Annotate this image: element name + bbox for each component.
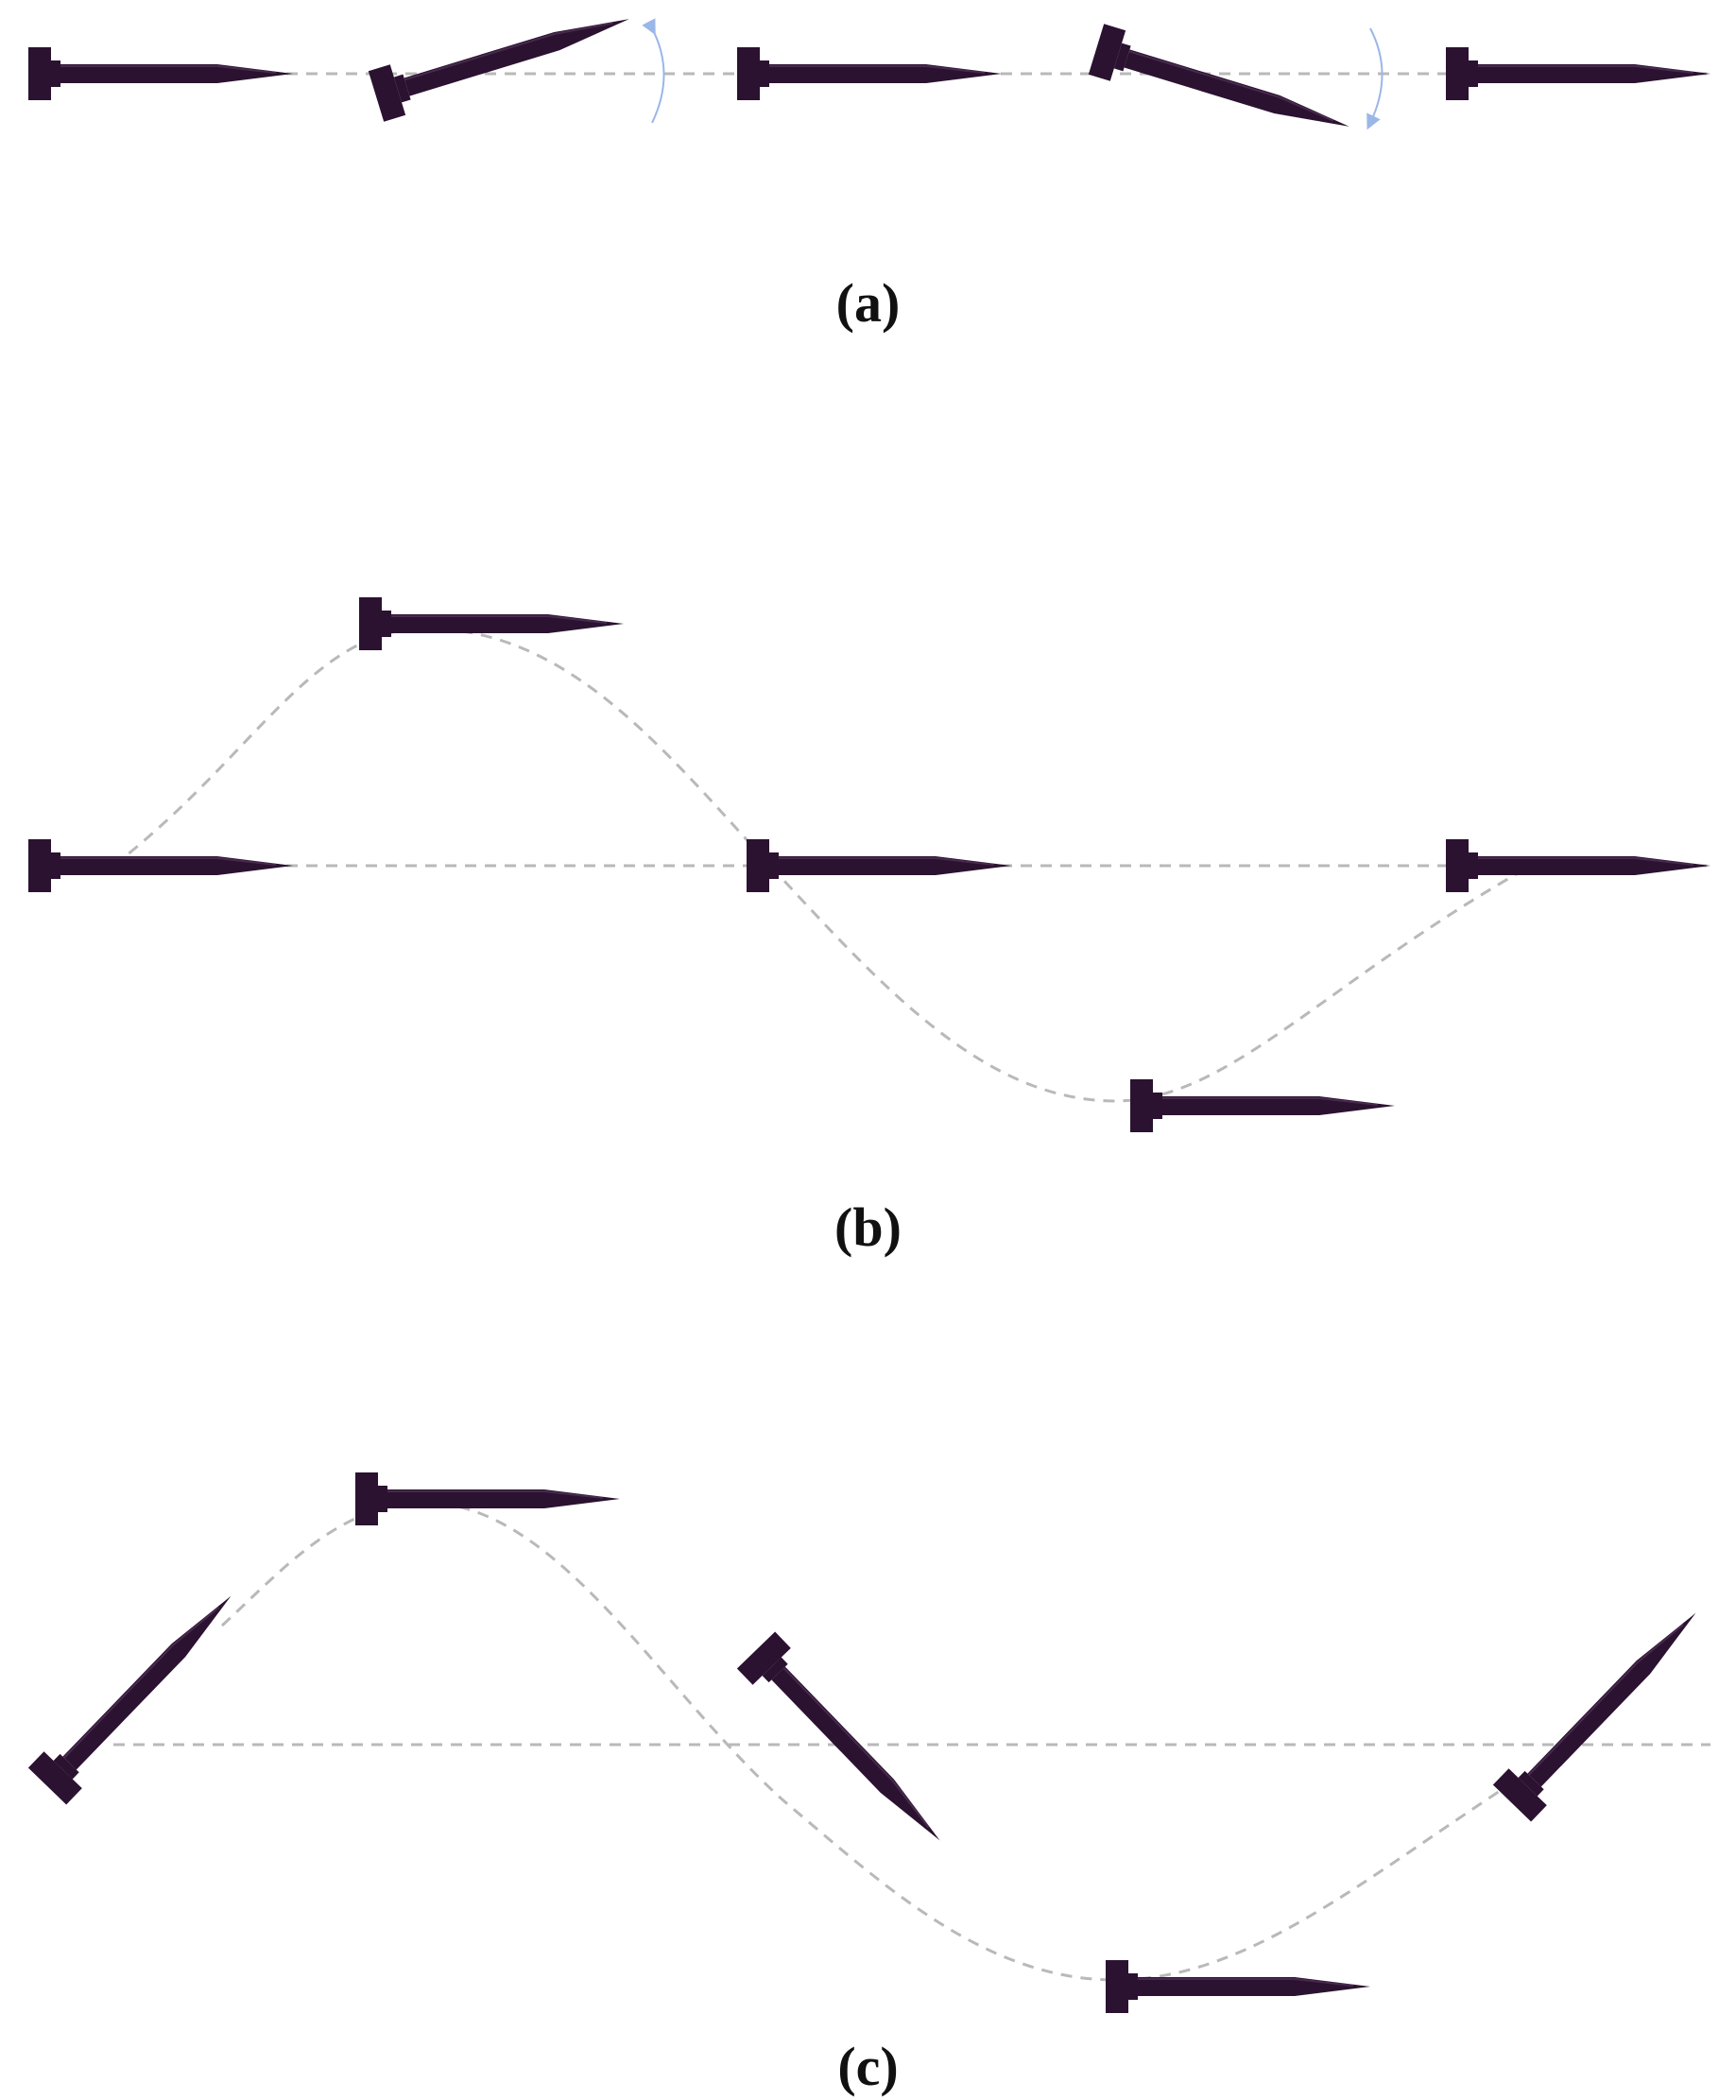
sine-path-b xyxy=(112,627,1532,1103)
panel-label-c: (c) xyxy=(837,2036,899,2097)
nail-icon xyxy=(1129,1078,1396,1133)
panel-label-a: (a) xyxy=(835,272,901,334)
nail-icon xyxy=(736,46,1003,101)
nail-icon xyxy=(1445,838,1711,893)
sine-path-c xyxy=(220,1501,1522,1982)
nail-icon xyxy=(1491,1593,1716,1823)
nail-icon xyxy=(26,1576,251,1806)
nail-icon xyxy=(1087,23,1358,153)
rotation-arrow-a1 xyxy=(642,18,665,124)
rotation-arrow-a2 xyxy=(1366,27,1384,130)
nail-icon xyxy=(27,838,294,893)
nail-icon xyxy=(1445,46,1711,101)
panel-label-b: (b) xyxy=(834,1196,902,1258)
nail-icon xyxy=(358,596,625,651)
panel-c xyxy=(113,1501,1710,1982)
nail-icon xyxy=(27,46,294,101)
nail-icon xyxy=(1105,1959,1371,2014)
nail-icon xyxy=(367,0,638,123)
